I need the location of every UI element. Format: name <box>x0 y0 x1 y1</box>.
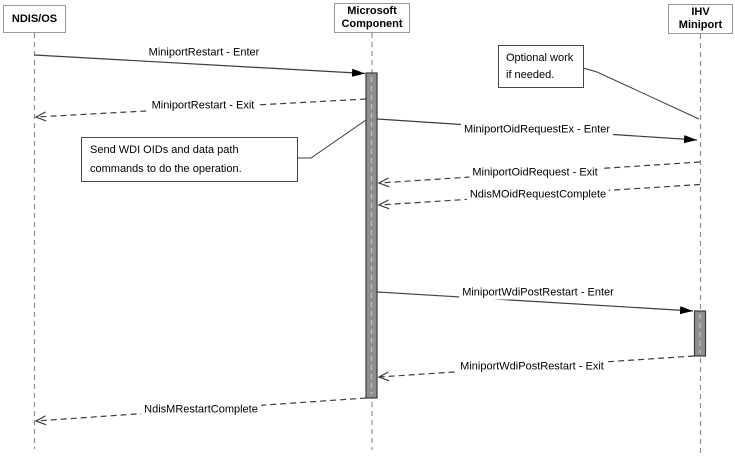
message-label-miniport-wdi-post-restart-exit: MiniportWdiPostRestart - Exit <box>457 360 607 374</box>
activation-bar-microsoft-component <box>365 72 378 399</box>
actor-label-ndis-os: NDIS/OS <box>11 12 58 25</box>
actor-label-microsoft-component: Microsoft Component <box>341 5 403 30</box>
message-line-miniport-wdi-post-restart-enter <box>377 291 694 315</box>
note-send-wdi-oids-text: Send WDI OIDs and data path commands to … <box>90 144 242 175</box>
message-line-miniport-wdi-post-restart-exit <box>379 355 695 377</box>
note-connector-optional-work <box>582 67 700 120</box>
note-optional-work-text: Optional work if needed. <box>506 52 574 81</box>
message-line-miniport-restart-enter <box>34 54 366 77</box>
note-send-wdi-oids: Send WDI OIDs and data path commands to … <box>81 137 298 182</box>
note-optional-work: Optional work if needed. <box>498 45 584 88</box>
actor-box-ihv-miniport: IHV Miniport <box>668 4 733 34</box>
message-label-miniport-restart-enter: MiniportRestart - Enter <box>145 46 263 60</box>
message-label-miniport-oid-request-exit: MiniportOidRequest - Exit <box>469 166 601 180</box>
message-label-miniport-restart-exit: MiniportRestart - Exit <box>148 99 258 113</box>
message-label-ndis-m-restart-complete: NdisMRestartComplete <box>141 403 261 417</box>
message-label-ndis-m-oid-request-complete: NdisMOidRequestComplete <box>466 188 610 202</box>
actor-box-microsoft-component: Microsoft Component <box>334 3 410 33</box>
actor-box-ndis-os: NDIS/OS <box>3 5 66 33</box>
message-label-miniport-oid-request-ex-enter: MiniportOidRequestEx - Enter <box>460 123 614 137</box>
note-connector-send-wdi-oids <box>297 119 367 159</box>
actor-label-ihv-miniport: IHV Miniport <box>678 6 723 31</box>
message-label-miniport-wdi-post-restart-enter: MiniportWdiPostRestart - Enter <box>459 286 617 300</box>
